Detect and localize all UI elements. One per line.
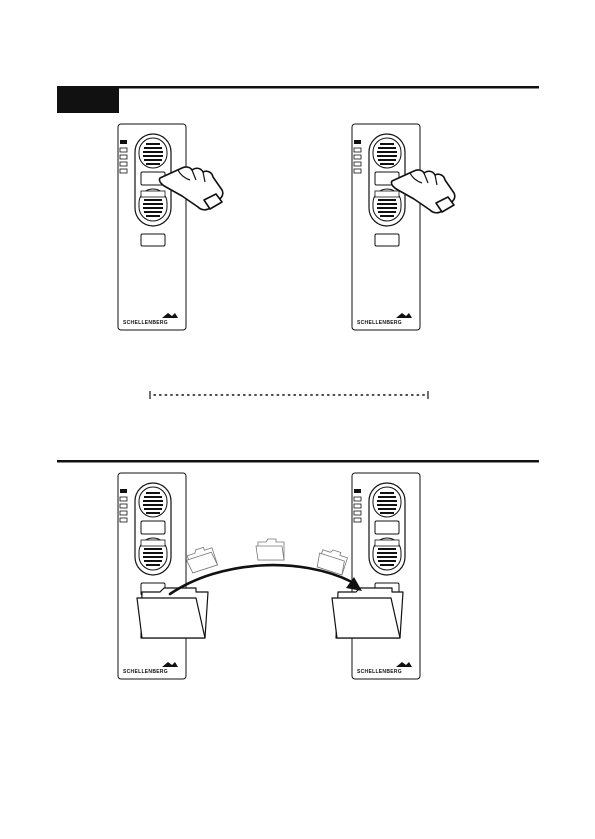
target-folder-icon <box>332 588 403 638</box>
remote-control-left: SCHELLENBERG <box>118 124 186 330</box>
flying-folder-icon <box>256 539 284 560</box>
top-rule <box>57 86 539 89</box>
flying-folder-icon <box>184 545 217 574</box>
brand-logo: SCHELLENBERG <box>357 669 402 675</box>
brand-logo: SCHELLENBERG <box>123 320 168 326</box>
bottom-section: SCHELLENBERG SCHELLENBERG <box>57 460 539 679</box>
brand-logo: SCHELLENBERG <box>123 669 168 675</box>
time-interval-line <box>150 391 428 399</box>
remote-control-right: SCHELLENBERG <box>352 473 420 679</box>
bottom-rule <box>57 460 539 463</box>
brand-logo: SCHELLENBERG <box>357 320 402 326</box>
step-tab <box>57 86 119 113</box>
remote-control-left: SCHELLENBERG <box>118 473 186 679</box>
top-section: SCHELLENBERG SCHELLENBERG <box>57 86 539 399</box>
remote-control-right: SCHELLENBERG <box>352 124 420 330</box>
source-folder-icon <box>137 588 208 638</box>
